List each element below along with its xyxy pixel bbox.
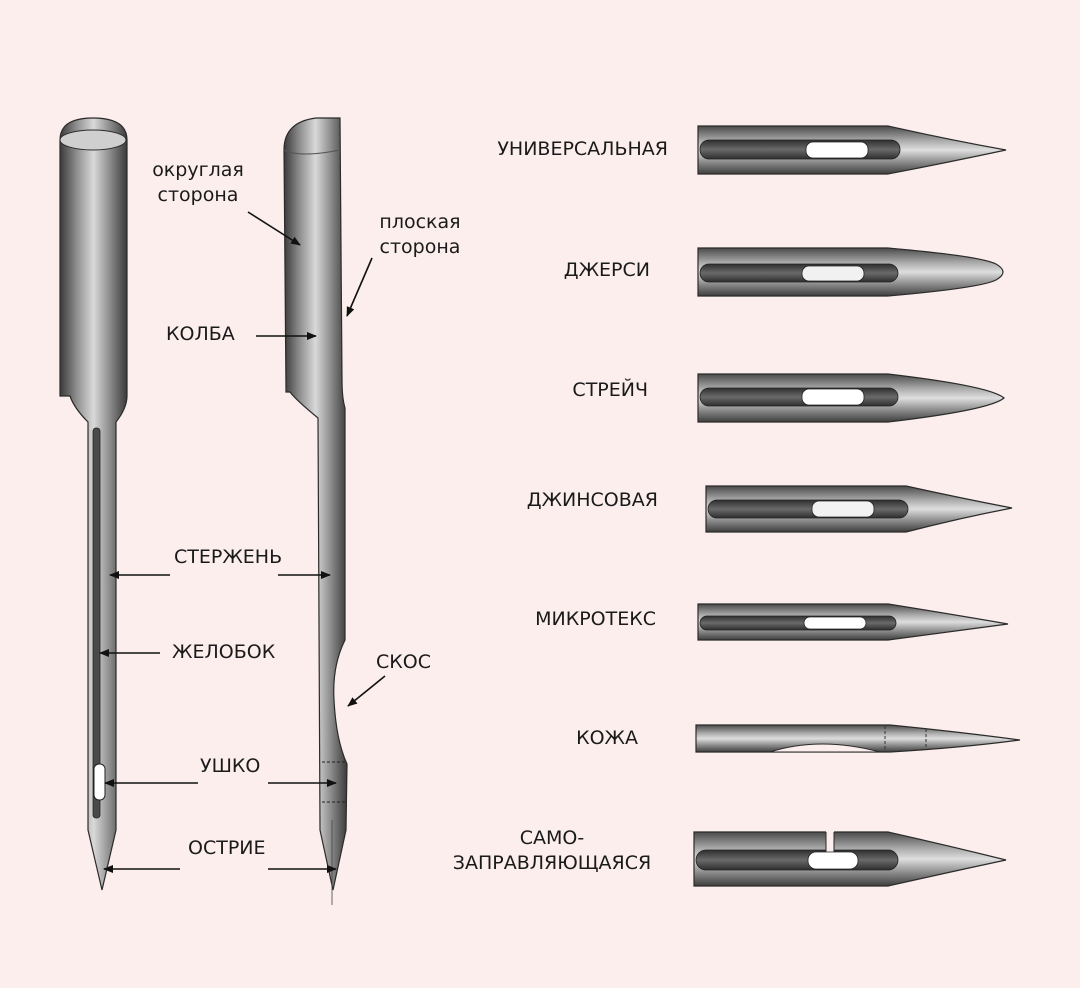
needle-stretch bbox=[697, 373, 1005, 423]
needle-leather bbox=[695, 724, 1021, 753]
needle-type-universal-label: УНИВЕРСАЛЬНАЯ bbox=[497, 138, 668, 160]
label-round-side-line2: сторона bbox=[157, 183, 239, 206]
needle-denim bbox=[705, 485, 1013, 533]
label-eye: УШКО bbox=[200, 755, 261, 777]
needle-type-self-threading-label: САМО- ЗАПРАВЛЯЮЩАЯСЯ bbox=[452, 827, 652, 874]
label-round-side-line1: округлая bbox=[152, 159, 244, 181]
needle-jersey bbox=[697, 247, 1004, 297]
label-point: ОСТРИЕ bbox=[188, 837, 266, 859]
needle-front-top bbox=[59, 129, 127, 151]
label-flat-side: плоская сторона bbox=[368, 210, 472, 259]
needle-self-threading bbox=[693, 828, 1007, 887]
needle-side-view bbox=[283, 117, 348, 905]
needle-front-view bbox=[59, 117, 128, 891]
label-flat-side-line2: сторона bbox=[379, 235, 461, 258]
needle-type-denim-label: ДЖИНСОВАЯ bbox=[526, 489, 658, 511]
label-groove: ЖЕЛОБОК bbox=[172, 641, 276, 663]
needle-universal bbox=[697, 125, 1007, 175]
needle-microtex bbox=[697, 603, 1009, 641]
label-shaft: СТЕРЖЕНЬ bbox=[174, 546, 283, 568]
needle-front-eye bbox=[93, 763, 106, 801]
anatomy-arrows bbox=[99, 211, 386, 873]
needle-type-stretch-label: СТРЕЙЧ bbox=[572, 379, 648, 401]
needle-type-jersey-label: ДЖЕРСИ bbox=[563, 259, 650, 281]
label-shank: КОЛБА bbox=[166, 323, 235, 345]
needle-type-microtex-label: МИКРОТЕКС bbox=[535, 608, 656, 630]
needle-side-shank bbox=[283, 117, 348, 891]
needle-front-groove bbox=[92, 427, 101, 819]
label-flat-side-line1: плоская bbox=[379, 211, 461, 233]
label-round-side: округлая сторона bbox=[142, 158, 254, 207]
needle-type-leather-label: КОЖА bbox=[576, 727, 638, 749]
label-scarf: СКОС bbox=[376, 651, 431, 673]
